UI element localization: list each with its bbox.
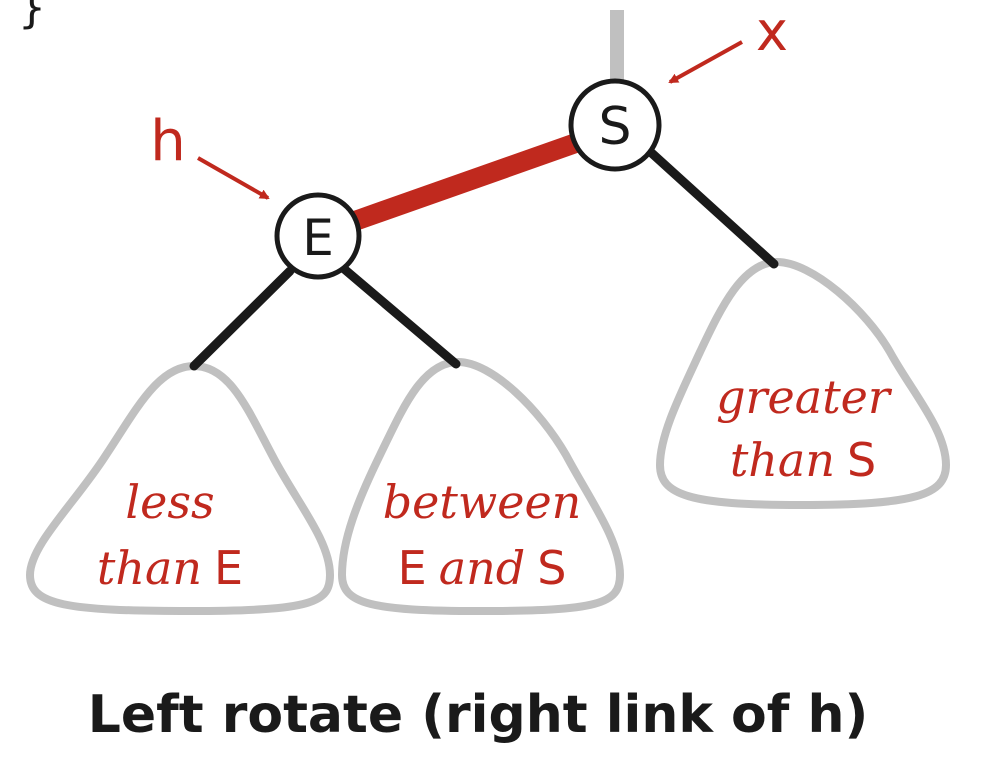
subtree-less-key: E xyxy=(214,541,243,595)
subtree-less-line1: less xyxy=(125,475,214,529)
subtree-greater-than: than xyxy=(730,433,835,487)
subtree-less-outline xyxy=(25,361,335,616)
link-S-to-greater xyxy=(640,142,779,269)
pointer-h-arrow xyxy=(197,156,270,200)
link-E-to-less xyxy=(189,266,295,371)
pointer-h-label: h xyxy=(150,109,186,174)
subtree-between-and: and xyxy=(439,541,526,595)
top-left-brace: } xyxy=(18,0,46,33)
pointer-x-arrow xyxy=(668,40,743,84)
link-E-to-between xyxy=(338,263,461,369)
subtree-between-line1: between xyxy=(383,475,582,529)
subtree-between-outline xyxy=(337,357,625,616)
subtree-between-key-b: S xyxy=(537,541,566,595)
diagram-caption: Left rotate (right link of h) xyxy=(88,685,869,745)
subtree-greater-line1: greater xyxy=(716,370,893,424)
pointer-x-label: x xyxy=(756,0,788,63)
node-S-circle xyxy=(568,78,662,172)
node-E-label: E xyxy=(302,209,334,267)
node-S-label: S xyxy=(598,97,631,157)
subtree-greater-key: S xyxy=(847,433,876,487)
subtree-greater-outline xyxy=(655,257,951,510)
red-link-E-S xyxy=(348,128,594,232)
subtree-between-key-a: E xyxy=(398,541,427,595)
subtree-less-than: than xyxy=(97,541,202,595)
node-E-circle xyxy=(274,192,362,280)
